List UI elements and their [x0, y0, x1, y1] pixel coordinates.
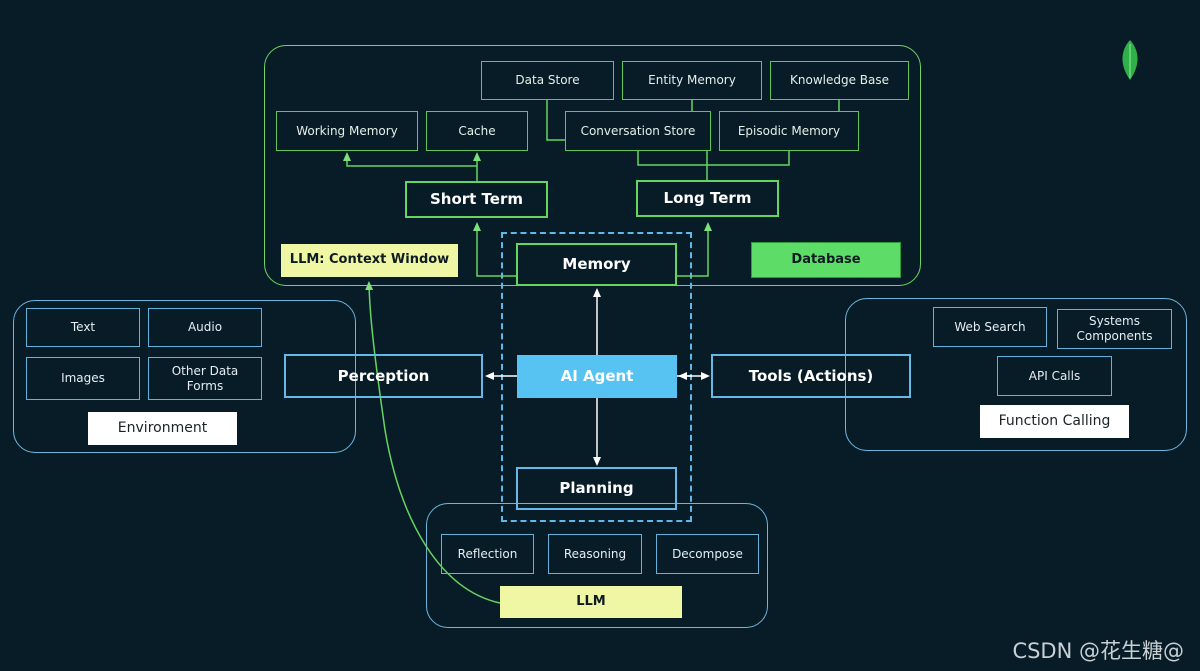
- text-label: Text: [70, 320, 96, 334]
- conversation-store-node: Conversation Store: [565, 111, 711, 151]
- planning-label: Planning: [559, 479, 634, 498]
- function-calling-label: Function Calling: [998, 412, 1111, 429]
- images-label: Images: [61, 371, 105, 385]
- reflection-node: Reflection: [441, 534, 534, 574]
- perception-node: Perception: [284, 354, 483, 398]
- systems-components-node: Systems Components: [1057, 309, 1172, 349]
- data-store-label: Data Store: [515, 73, 580, 87]
- memory-node: Memory: [516, 243, 677, 286]
- other-data-forms-label: Other Data Forms: [171, 363, 239, 393]
- tools-actions-label: Tools (Actions): [748, 366, 874, 385]
- agent-core-outline: [501, 232, 692, 522]
- decompose-label: Decompose: [672, 546, 743, 561]
- reflection-label: Reflection: [457, 546, 518, 561]
- leaf-logo-icon: [1122, 40, 1138, 80]
- database-label: Database: [791, 251, 861, 267]
- api-calls-label: API Calls: [1028, 368, 1081, 383]
- cache-label: Cache: [458, 123, 496, 138]
- api-calls-node: API Calls: [997, 356, 1112, 396]
- entity-memory-label: Entity Memory: [648, 73, 736, 87]
- reasoning-node: Reasoning: [548, 534, 642, 574]
- decompose-node: Decompose: [656, 534, 759, 574]
- reasoning-label: Reasoning: [563, 546, 627, 561]
- systems-components-label: Systems Components: [1076, 314, 1153, 343]
- database-node: Database: [751, 242, 901, 278]
- llm-label: LLM: [576, 593, 606, 609]
- text-node: Text: [26, 308, 140, 347]
- environment-label: Environment: [117, 419, 208, 436]
- knowledge-base-label: Knowledge Base: [790, 73, 889, 87]
- environment-panel: [13, 300, 356, 453]
- data-store-node: Data Store: [481, 61, 614, 100]
- ai-agent-label: AI Agent: [560, 367, 634, 386]
- audio-label: Audio: [187, 320, 223, 334]
- memory-label: Memory: [562, 255, 631, 274]
- images-node: Images: [26, 357, 140, 400]
- entity-memory-node: Entity Memory: [622, 61, 762, 100]
- short-term-node: Short Term: [405, 181, 548, 218]
- episodic-memory-node: Episodic Memory: [719, 111, 859, 151]
- ai-agent-node: AI Agent: [517, 355, 677, 398]
- web-search-node: Web Search: [933, 307, 1047, 347]
- llm-node: LLM: [500, 586, 682, 618]
- environment-label-box: Environment: [88, 412, 237, 445]
- context-window-node: LLM: Context Window: [281, 244, 458, 277]
- tools-panel: [845, 298, 1187, 451]
- watermark-text: CSDN @花生糖@: [1012, 639, 1184, 663]
- cache-node: Cache: [426, 111, 528, 151]
- working-memory-label: Working Memory: [296, 123, 398, 138]
- working-memory-node: Working Memory: [276, 111, 418, 151]
- knowledge-base-node: Knowledge Base: [770, 61, 909, 100]
- conversation-store-label: Conversation Store: [580, 123, 696, 138]
- long-term-node: Long Term: [636, 180, 779, 217]
- planning-node: Planning: [516, 467, 677, 510]
- long-term-label: Long Term: [663, 189, 752, 208]
- short-term-label: Short Term: [429, 190, 524, 209]
- episodic-memory-label: Episodic Memory: [737, 123, 841, 138]
- perception-label: Perception: [337, 366, 430, 385]
- web-search-label: Web Search: [954, 319, 1026, 334]
- audio-node: Audio: [148, 308, 262, 347]
- tools-actions-node: Tools (Actions): [711, 354, 911, 398]
- function-calling-label-box: Function Calling: [980, 405, 1129, 438]
- other-data-forms-node: Other Data Forms: [148, 357, 262, 400]
- context-window-label: LLM: Context Window: [289, 252, 450, 268]
